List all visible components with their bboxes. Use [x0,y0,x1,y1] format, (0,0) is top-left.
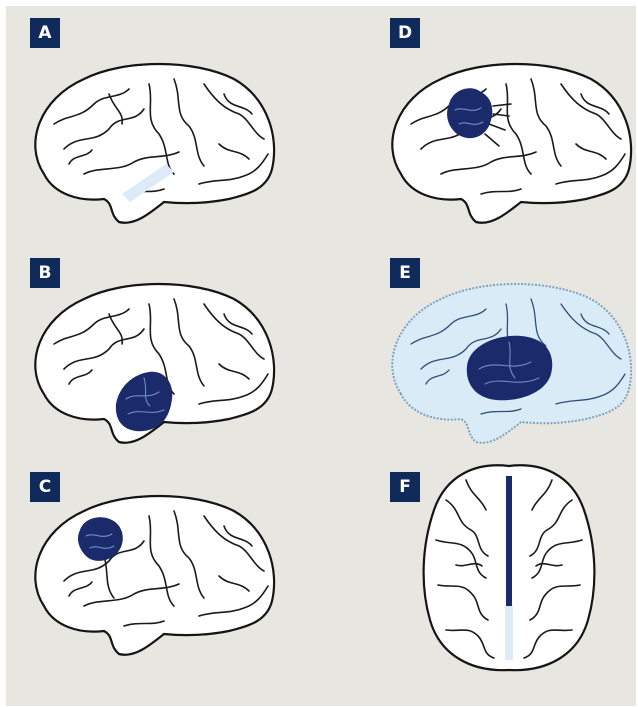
panel-f [416,460,602,678]
panel-e [381,274,638,449]
panel-d [381,54,638,229]
top-view-brain-f [416,460,602,678]
lateral-brain-e [381,274,638,449]
lateral-brain-b [24,274,284,449]
panel-a [24,54,284,229]
panel-label-d: D [390,18,420,48]
panel-label-a: A [30,18,60,48]
lateral-brain-d [381,54,638,229]
panel-c [24,486,284,661]
lesion-d [447,88,492,138]
midline-lesion-light [505,606,513,660]
figure-panel-grid: A D [6,6,636,706]
lateral-brain-c [24,486,284,661]
lateral-brain-a [24,54,284,229]
midline-lesion-dark [506,476,512,606]
panel-b [24,274,284,449]
